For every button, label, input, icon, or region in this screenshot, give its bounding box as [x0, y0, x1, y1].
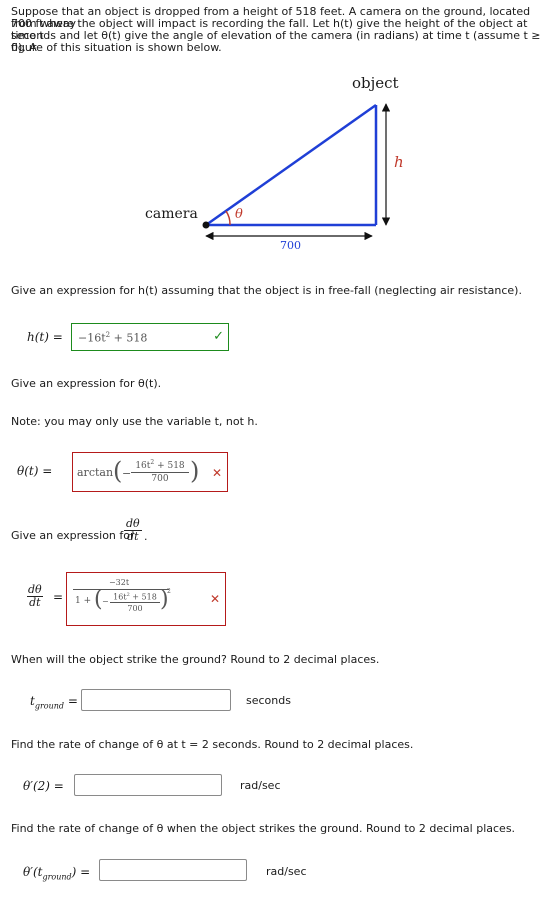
- intro-line-2: from where the object will impact is rec…: [11, 17, 528, 42]
- q4-unit: seconds: [246, 694, 291, 707]
- q3-inner-den: 700: [127, 604, 143, 613]
- q3-answer-box[interactable]: −32t 1 + ( − 16t2 + 518 700 ) 2 ✕: [66, 572, 226, 626]
- q6-unit: rad/sec: [266, 865, 307, 878]
- q3-prompt: Give an expression for: [11, 529, 135, 542]
- distance-label: 700: [280, 239, 301, 252]
- line-of-sight: [205, 103, 377, 227]
- q5-lhs: θ′(2) =: [23, 779, 64, 793]
- h-label: h: [394, 153, 404, 171]
- q3-inner-num: 16t2 + 518: [113, 592, 157, 602]
- q1-lhs: h(t) =: [27, 330, 63, 344]
- q1-answer-b: + 518: [110, 331, 148, 345]
- theta-label: θ: [235, 207, 243, 222]
- q6-lhs: θ′(tground) =: [23, 865, 91, 882]
- incorrect-x-icon: ✕: [209, 592, 220, 606]
- q5-prompt: Find the rate of change of θ at t = 2 se…: [11, 738, 414, 751]
- q3-prompt-frac: dθ dt: [124, 517, 142, 543]
- q2-frac-bar: [131, 472, 189, 473]
- q3-one-plus: 1 +: [75, 596, 92, 606]
- q1-answer-exp: 2: [105, 331, 111, 339]
- theta-rate-t2-input[interactable]: [74, 774, 222, 796]
- camera-dot: [202, 221, 210, 229]
- intro-line-3: seconds and let θ(t) give the angle of e…: [11, 29, 541, 54]
- theta-arc: [225, 210, 231, 226]
- q3-paren-right: ): [160, 587, 169, 612]
- intro-line-4: figure of this situation is shown below.: [11, 41, 222, 54]
- q2-lhs: θ(t) =: [17, 464, 53, 478]
- q2-note: Note: you may only use the variable t, n…: [11, 415, 258, 428]
- q3-lhs-frac: dθ dt: [27, 583, 43, 609]
- q2-paren-left: (: [113, 457, 123, 485]
- q2-paren-right: ): [190, 457, 200, 485]
- q2-minus: −: [122, 467, 132, 480]
- q2-answer-box[interactable]: arctan ( − 16t2 + 518 700 ) ✕: [72, 452, 228, 492]
- q3-outer-bar: [73, 589, 169, 590]
- q2-den: 700: [151, 474, 169, 484]
- q3-outer-num: −32t: [108, 578, 130, 587]
- q1-answer-a: −16t: [78, 331, 106, 345]
- q2-fn: arctan: [77, 466, 114, 479]
- object-label: object: [352, 74, 399, 92]
- q1-answer-box[interactable]: −16t2 + 518 ✓: [71, 323, 229, 351]
- q5-unit: rad/sec: [240, 779, 281, 792]
- q4-prompt: When will the object strike the ground? …: [11, 653, 380, 666]
- theta-rate-ground-input[interactable]: [99, 859, 247, 881]
- q3-inner-bar: [110, 602, 160, 603]
- q4-lhs: tground =: [30, 694, 78, 711]
- q6-prompt: Find the rate of change of θ when the ob…: [11, 822, 516, 835]
- camera-label: camera: [145, 206, 198, 222]
- correct-check-icon: ✓: [213, 329, 224, 344]
- q3-eq: =: [53, 590, 64, 604]
- q1-prompt: Give an expression for h(t) assuming tha…: [11, 284, 522, 297]
- situation-figure: [202, 103, 391, 241]
- t-ground-input[interactable]: [81, 689, 231, 711]
- q3-inner-exp: 2: [167, 588, 171, 595]
- q3-paren-left: (: [94, 587, 103, 612]
- q2-num: 16t2 + 518: [135, 459, 185, 471]
- intro-line-1: Suppose that an object is dropped from a…: [11, 5, 531, 30]
- incorrect-x-icon: ✕: [211, 466, 222, 480]
- q2-prompt: Give an expression for θ(t).: [11, 377, 162, 390]
